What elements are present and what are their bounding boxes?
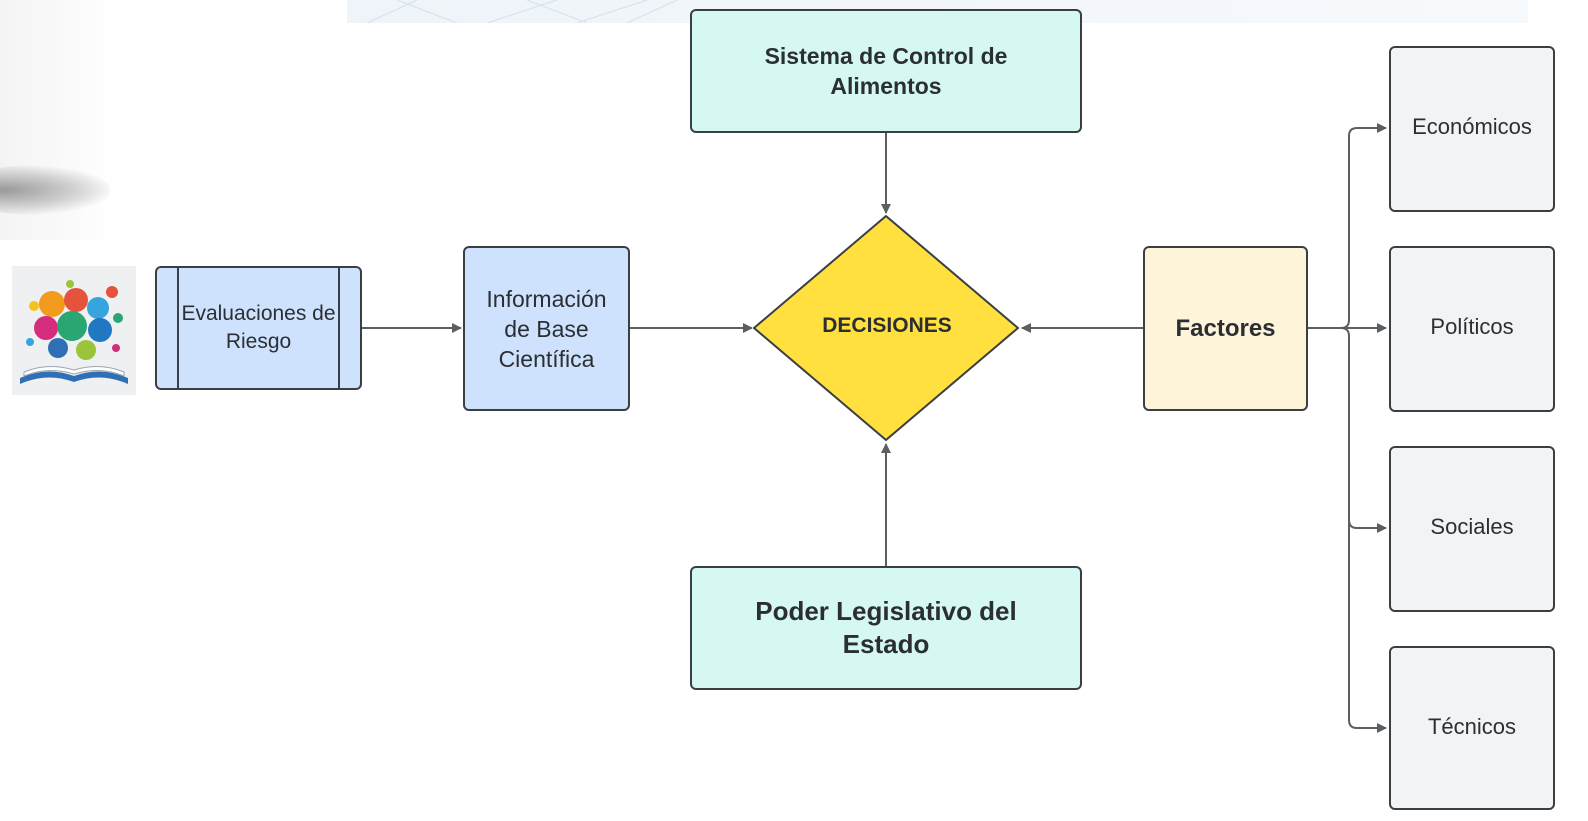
sistema-control-node: Sistema de Control de Alimentos xyxy=(690,9,1082,133)
economicos-node: Económicos xyxy=(1389,46,1555,212)
decisiones-label: DECISIONES xyxy=(822,314,952,337)
connector-factores-to-sociales xyxy=(1340,327,1387,533)
informacion-label: Información de Base Científica xyxy=(486,285,607,372)
evaluaciones-right-bar xyxy=(338,268,340,388)
sistema-control-label: Sistema de Control de Alimentos xyxy=(764,43,1008,99)
evaluaciones-label: Evaluaciones de Riesgo xyxy=(181,302,336,353)
factores-node: Factores xyxy=(1143,246,1308,411)
connector-factores-to-tecnicos xyxy=(1348,520,1387,733)
sociales-node: Sociales xyxy=(1389,446,1555,612)
tecnicos-label: Técnicos xyxy=(1427,714,1517,739)
informacion-node: Información de Base Científica xyxy=(463,246,630,411)
poder-legislativo-node: Poder Legislativo del Estado xyxy=(690,566,1082,690)
evaluaciones-left-bar xyxy=(177,268,179,388)
education-science-book-icon xyxy=(12,266,136,395)
tecnicos-node: Técnicos xyxy=(1389,646,1555,810)
decisiones-diamond xyxy=(753,215,1019,441)
economicos-label: Económicos xyxy=(1412,114,1532,139)
factores-label: Factores xyxy=(1175,314,1276,342)
connector-factores-to-economicos xyxy=(1308,123,1387,329)
evaluaciones-node: Evaluaciones de Riesgo xyxy=(155,266,362,390)
sociales-label: Sociales xyxy=(1430,514,1514,539)
politicos-label: Políticos xyxy=(1430,314,1514,339)
politicos-node: Políticos xyxy=(1389,246,1555,412)
poder-legislativo-label: Poder Legislativo del Estado xyxy=(755,596,1017,659)
